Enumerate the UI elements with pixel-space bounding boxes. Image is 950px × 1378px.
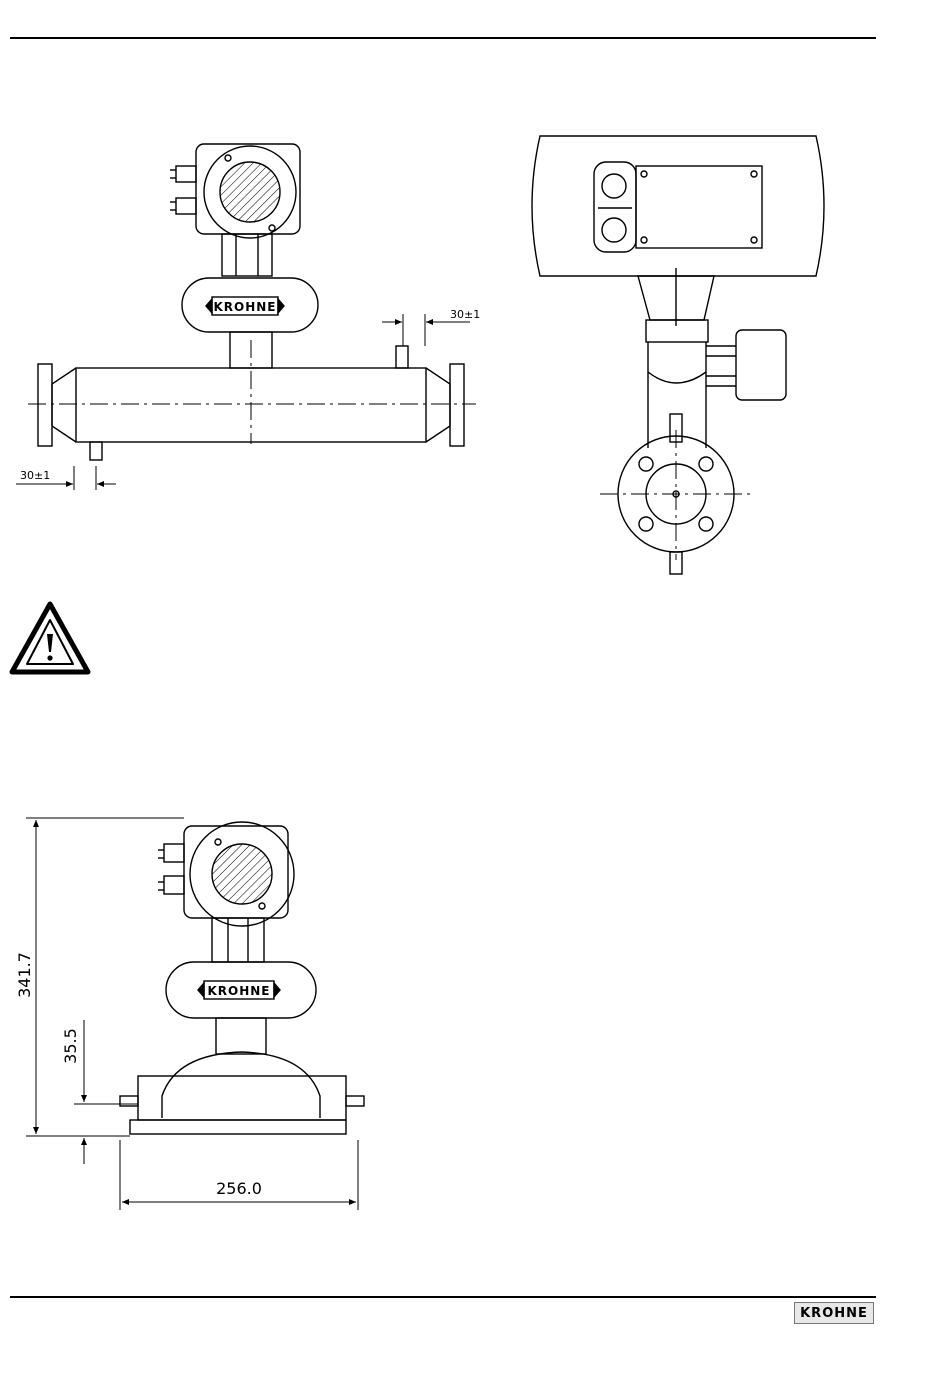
footer-rule <box>10 1296 876 1298</box>
footer-brand-logo: KROHNE <box>794 1302 874 1324</box>
dim-height-total: 341.7 <box>15 952 34 998</box>
side-view-drawing <box>16 144 476 490</box>
side-view-dim-bottom: 30±1 <box>20 469 50 482</box>
warning-triangle-icon <box>12 604 88 672</box>
front-view-drawing <box>26 818 364 1210</box>
front-view-brand-label: KROHNE <box>207 984 270 998</box>
side-view-brand-label: KROHNE <box>213 300 276 314</box>
end-view-drawing <box>532 136 824 574</box>
dim-height-base: 35.5 <box>61 1028 80 1064</box>
dim-width: 256.0 <box>216 1179 262 1198</box>
side-view-dim-top: 30±1 <box>450 308 480 321</box>
